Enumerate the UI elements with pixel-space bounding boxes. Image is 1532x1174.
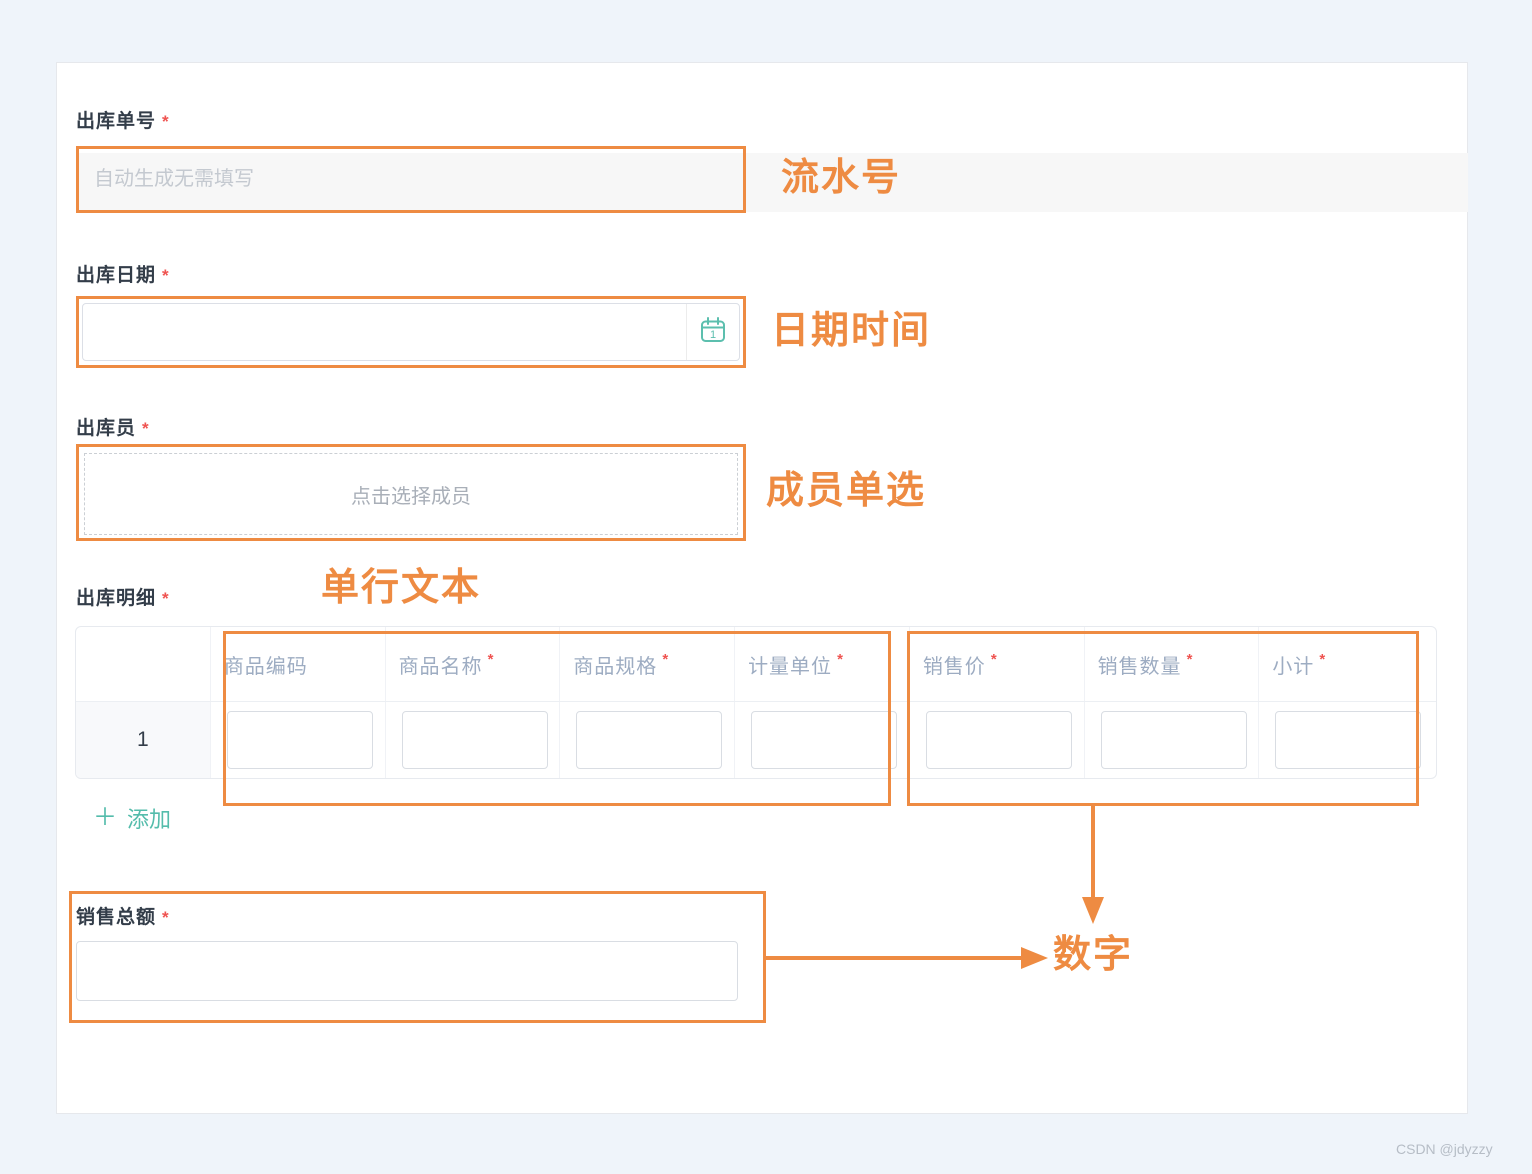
order-no-label: 出库单号 * <box>76 106 170 133</box>
col-label: 小计 <box>1272 655 1315 678</box>
col-label: 商品编码 <box>223 655 308 678</box>
total-label-text: 销售总额 <box>76 907 157 928</box>
highlight-total-field <box>69 891 766 1023</box>
col-header-sale-qty: 销售数量* <box>1085 627 1260 701</box>
required-asterisk: * <box>142 419 150 438</box>
required-asterisk: * <box>162 908 170 927</box>
operator-label: 出库员 * <box>76 413 150 440</box>
required-asterisk: * <box>1319 650 1327 668</box>
cell-input-sale-qty[interactable] <box>1100 711 1247 769</box>
col-label: 销售价 <box>922 655 986 678</box>
cell-input-product-spec[interactable] <box>576 711 723 769</box>
cell-input-product-name[interactable] <box>401 711 548 769</box>
cell-input-sale-price[interactable] <box>925 711 1072 769</box>
row-number-cell: 1 <box>76 702 211 778</box>
detail-label-text: 出库明细 <box>76 588 157 609</box>
add-row-label: 添加 <box>127 807 172 832</box>
calendar-icon: 1 <box>698 315 728 350</box>
table-row: 1 <box>76 702 1436 778</box>
arrow-right-head <box>1021 947 1048 969</box>
date-input[interactable]: 1 <box>82 303 740 361</box>
plus-icon: ＋ <box>93 804 117 831</box>
col-header-product-spec: 商品规格* <box>560 627 736 701</box>
col-label: 计量单位 <box>748 655 833 678</box>
detail-label: 出库明细 * <box>76 583 170 610</box>
table-cell <box>211 702 386 778</box>
required-asterisk: * <box>162 589 170 608</box>
table-cell <box>910 702 1085 778</box>
member-select-placeholder: 点击选择成员 <box>351 485 471 508</box>
highlight-serial-field <box>76 146 746 213</box>
total-label: 销售总额 * <box>76 902 170 929</box>
row-number-header <box>76 627 211 701</box>
total-input[interactable] <box>76 941 738 1001</box>
svg-text:1: 1 <box>710 329 716 341</box>
order-no-input[interactable] <box>79 149 743 210</box>
highlight-text-columns <box>223 631 891 806</box>
date-picker-button[interactable]: 1 <box>686 304 739 360</box>
annotation-number: 数字 <box>1053 934 1134 976</box>
annotation-serial-number: 流水号 <box>781 157 902 199</box>
order-no-label-text: 出库单号 <box>76 111 157 132</box>
add-row-button[interactable]: ＋ 添加 <box>93 802 171 834</box>
date-label-text: 出库日期 <box>76 265 157 286</box>
highlight-member-field: 点击选择成员 <box>76 444 746 541</box>
arrow-down-head <box>1082 897 1104 924</box>
cell-input-product-code[interactable] <box>226 711 373 769</box>
highlight-date-field: 1 <box>76 296 746 368</box>
table-cell <box>1085 702 1260 778</box>
annotation-member-select: 成员单选 <box>766 470 927 512</box>
detail-table-header: 商品编码 商品名称* 商品规格* 计量单位* 销售价* 销售数量* 小计* <box>76 627 1436 702</box>
form-card: 出库单号 * 流水号 出库日期 * 1 日期时间 <box>56 62 1468 1114</box>
arrow-right-line <box>766 956 1024 960</box>
table-cell <box>560 702 736 778</box>
arrow-down-line <box>1091 804 1095 899</box>
required-asterisk: * <box>487 650 495 668</box>
required-asterisk: * <box>1186 650 1194 668</box>
required-asterisk: * <box>162 266 170 285</box>
required-asterisk: * <box>990 650 998 668</box>
date-label: 出库日期 * <box>76 260 170 287</box>
annotation-single-line-text: 单行文本 <box>321 567 482 609</box>
watermark: CSDN @jdyzzy <box>1396 1141 1493 1157</box>
col-header-sale-price: 销售价* <box>910 627 1085 701</box>
table-cell <box>735 702 910 778</box>
col-label: 商品名称 <box>398 655 483 678</box>
col-header-product-name: 商品名称* <box>386 627 561 701</box>
member-select-box[interactable]: 点击选择成员 <box>84 453 738 535</box>
col-label: 商品规格 <box>573 655 658 678</box>
col-label: 销售数量 <box>1097 655 1182 678</box>
col-header-subtotal: 小计* <box>1259 627 1436 701</box>
required-asterisk: * <box>662 650 670 668</box>
table-cell <box>1259 702 1436 778</box>
cell-input-unit[interactable] <box>751 711 898 769</box>
col-header-product-code: 商品编码 <box>211 627 386 701</box>
row-number: 1 <box>137 728 149 751</box>
required-asterisk: * <box>837 650 844 668</box>
operator-label-text: 出库员 <box>76 418 137 439</box>
annotation-datetime: 日期时间 <box>771 310 932 352</box>
detail-table: 商品编码 商品名称* 商品规格* 计量单位* 销售价* 销售数量* 小计* <box>75 626 1437 779</box>
cell-input-subtotal[interactable] <box>1275 711 1422 769</box>
required-asterisk: * <box>162 112 170 131</box>
highlight-number-columns <box>907 631 1419 806</box>
table-cell <box>386 702 561 778</box>
